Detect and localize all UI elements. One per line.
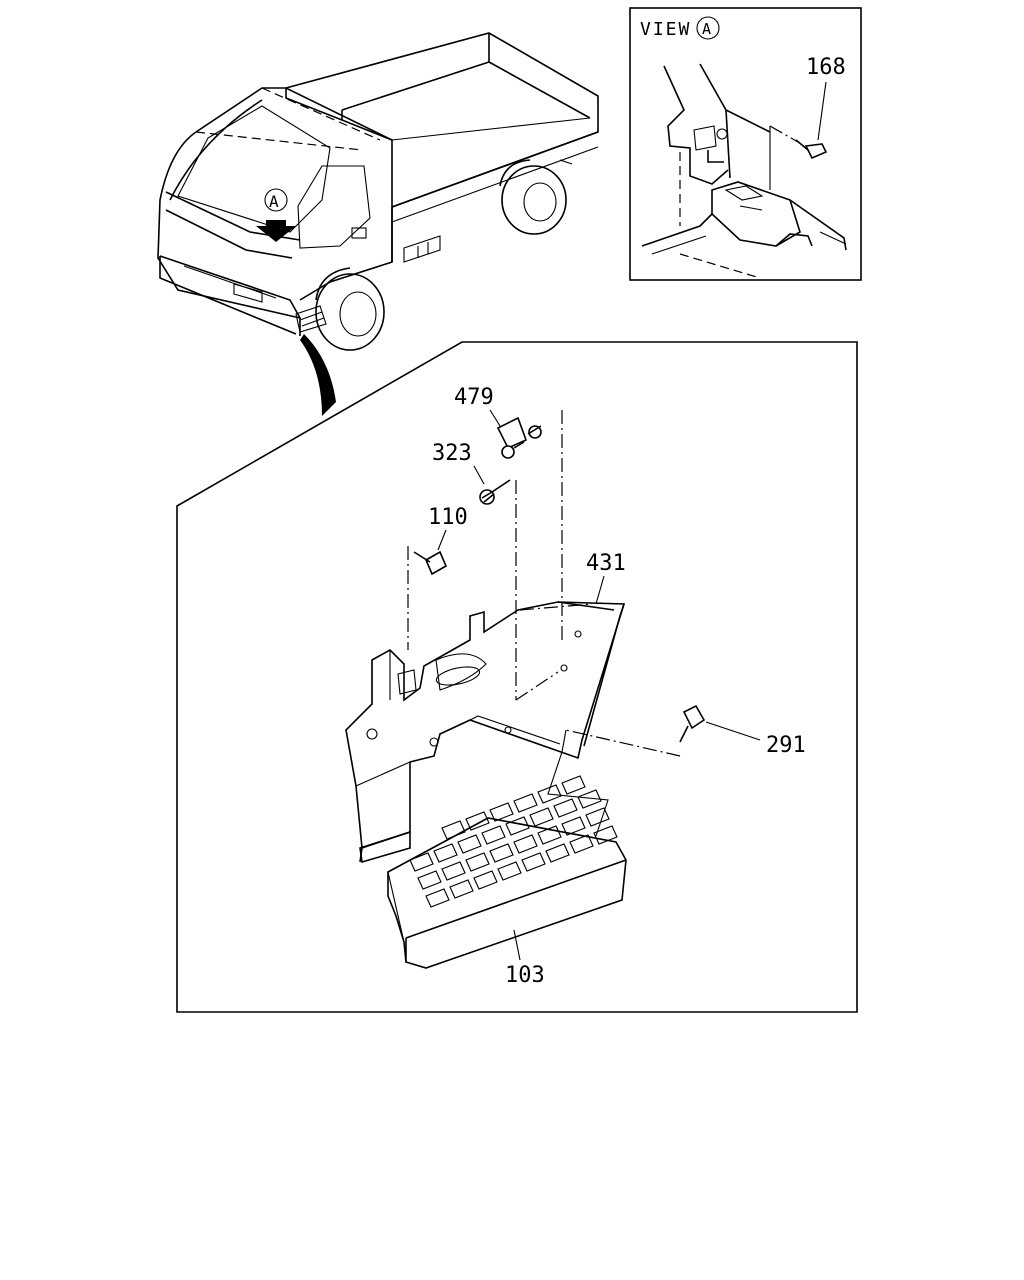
step-slot bbox=[425, 888, 450, 908]
step-slot bbox=[441, 820, 466, 840]
step-slot bbox=[505, 816, 530, 836]
step-slot bbox=[569, 834, 594, 854]
step-slot bbox=[473, 870, 498, 890]
truck-illustration: A bbox=[157, 32, 599, 351]
step-slot bbox=[553, 798, 578, 818]
step-slot bbox=[433, 843, 458, 863]
view-a-title: VIEW bbox=[640, 19, 691, 40]
pointer-arrow-icon bbox=[300, 334, 336, 416]
step-slot bbox=[489, 843, 514, 863]
truck-view-marker: A bbox=[269, 192, 279, 211]
step-slot bbox=[537, 784, 562, 804]
step-slot bbox=[449, 879, 474, 899]
step-slot bbox=[409, 852, 434, 872]
step-slot bbox=[497, 861, 522, 881]
label-431: 431 bbox=[586, 551, 626, 576]
view-a-frame bbox=[629, 7, 862, 281]
step-slot bbox=[441, 861, 466, 881]
label-291: 291 bbox=[766, 733, 806, 758]
step-slot bbox=[585, 807, 610, 827]
step-grid bbox=[409, 775, 618, 908]
label-323: 323 bbox=[432, 441, 472, 466]
step-slot bbox=[521, 852, 546, 872]
label-479: 479 bbox=[454, 385, 494, 410]
step-slot bbox=[481, 825, 506, 845]
step-slot bbox=[561, 775, 586, 795]
step-assembly: 479 323 110 431 bbox=[345, 385, 806, 988]
step-slot bbox=[417, 870, 442, 890]
step-slot bbox=[537, 825, 562, 845]
step-slot bbox=[577, 789, 602, 809]
view-a-marker: A bbox=[702, 20, 711, 38]
step-slot bbox=[465, 852, 490, 872]
step-slot bbox=[489, 802, 514, 822]
step-slot bbox=[561, 816, 586, 836]
step-slot bbox=[513, 834, 538, 854]
step-slot bbox=[513, 793, 538, 813]
step-slot bbox=[545, 843, 570, 863]
detail-frame bbox=[176, 341, 858, 1013]
label-103: 103 bbox=[505, 963, 545, 988]
label-168: 168 bbox=[806, 55, 846, 80]
label-110: 110 bbox=[428, 505, 468, 530]
step-slot bbox=[593, 825, 618, 845]
step-slot bbox=[457, 834, 482, 854]
view-arrow-icon bbox=[256, 220, 296, 242]
step-slot bbox=[465, 811, 490, 831]
view-a-inset: VIEW A 168 bbox=[629, 7, 862, 281]
step-slot bbox=[529, 807, 554, 827]
